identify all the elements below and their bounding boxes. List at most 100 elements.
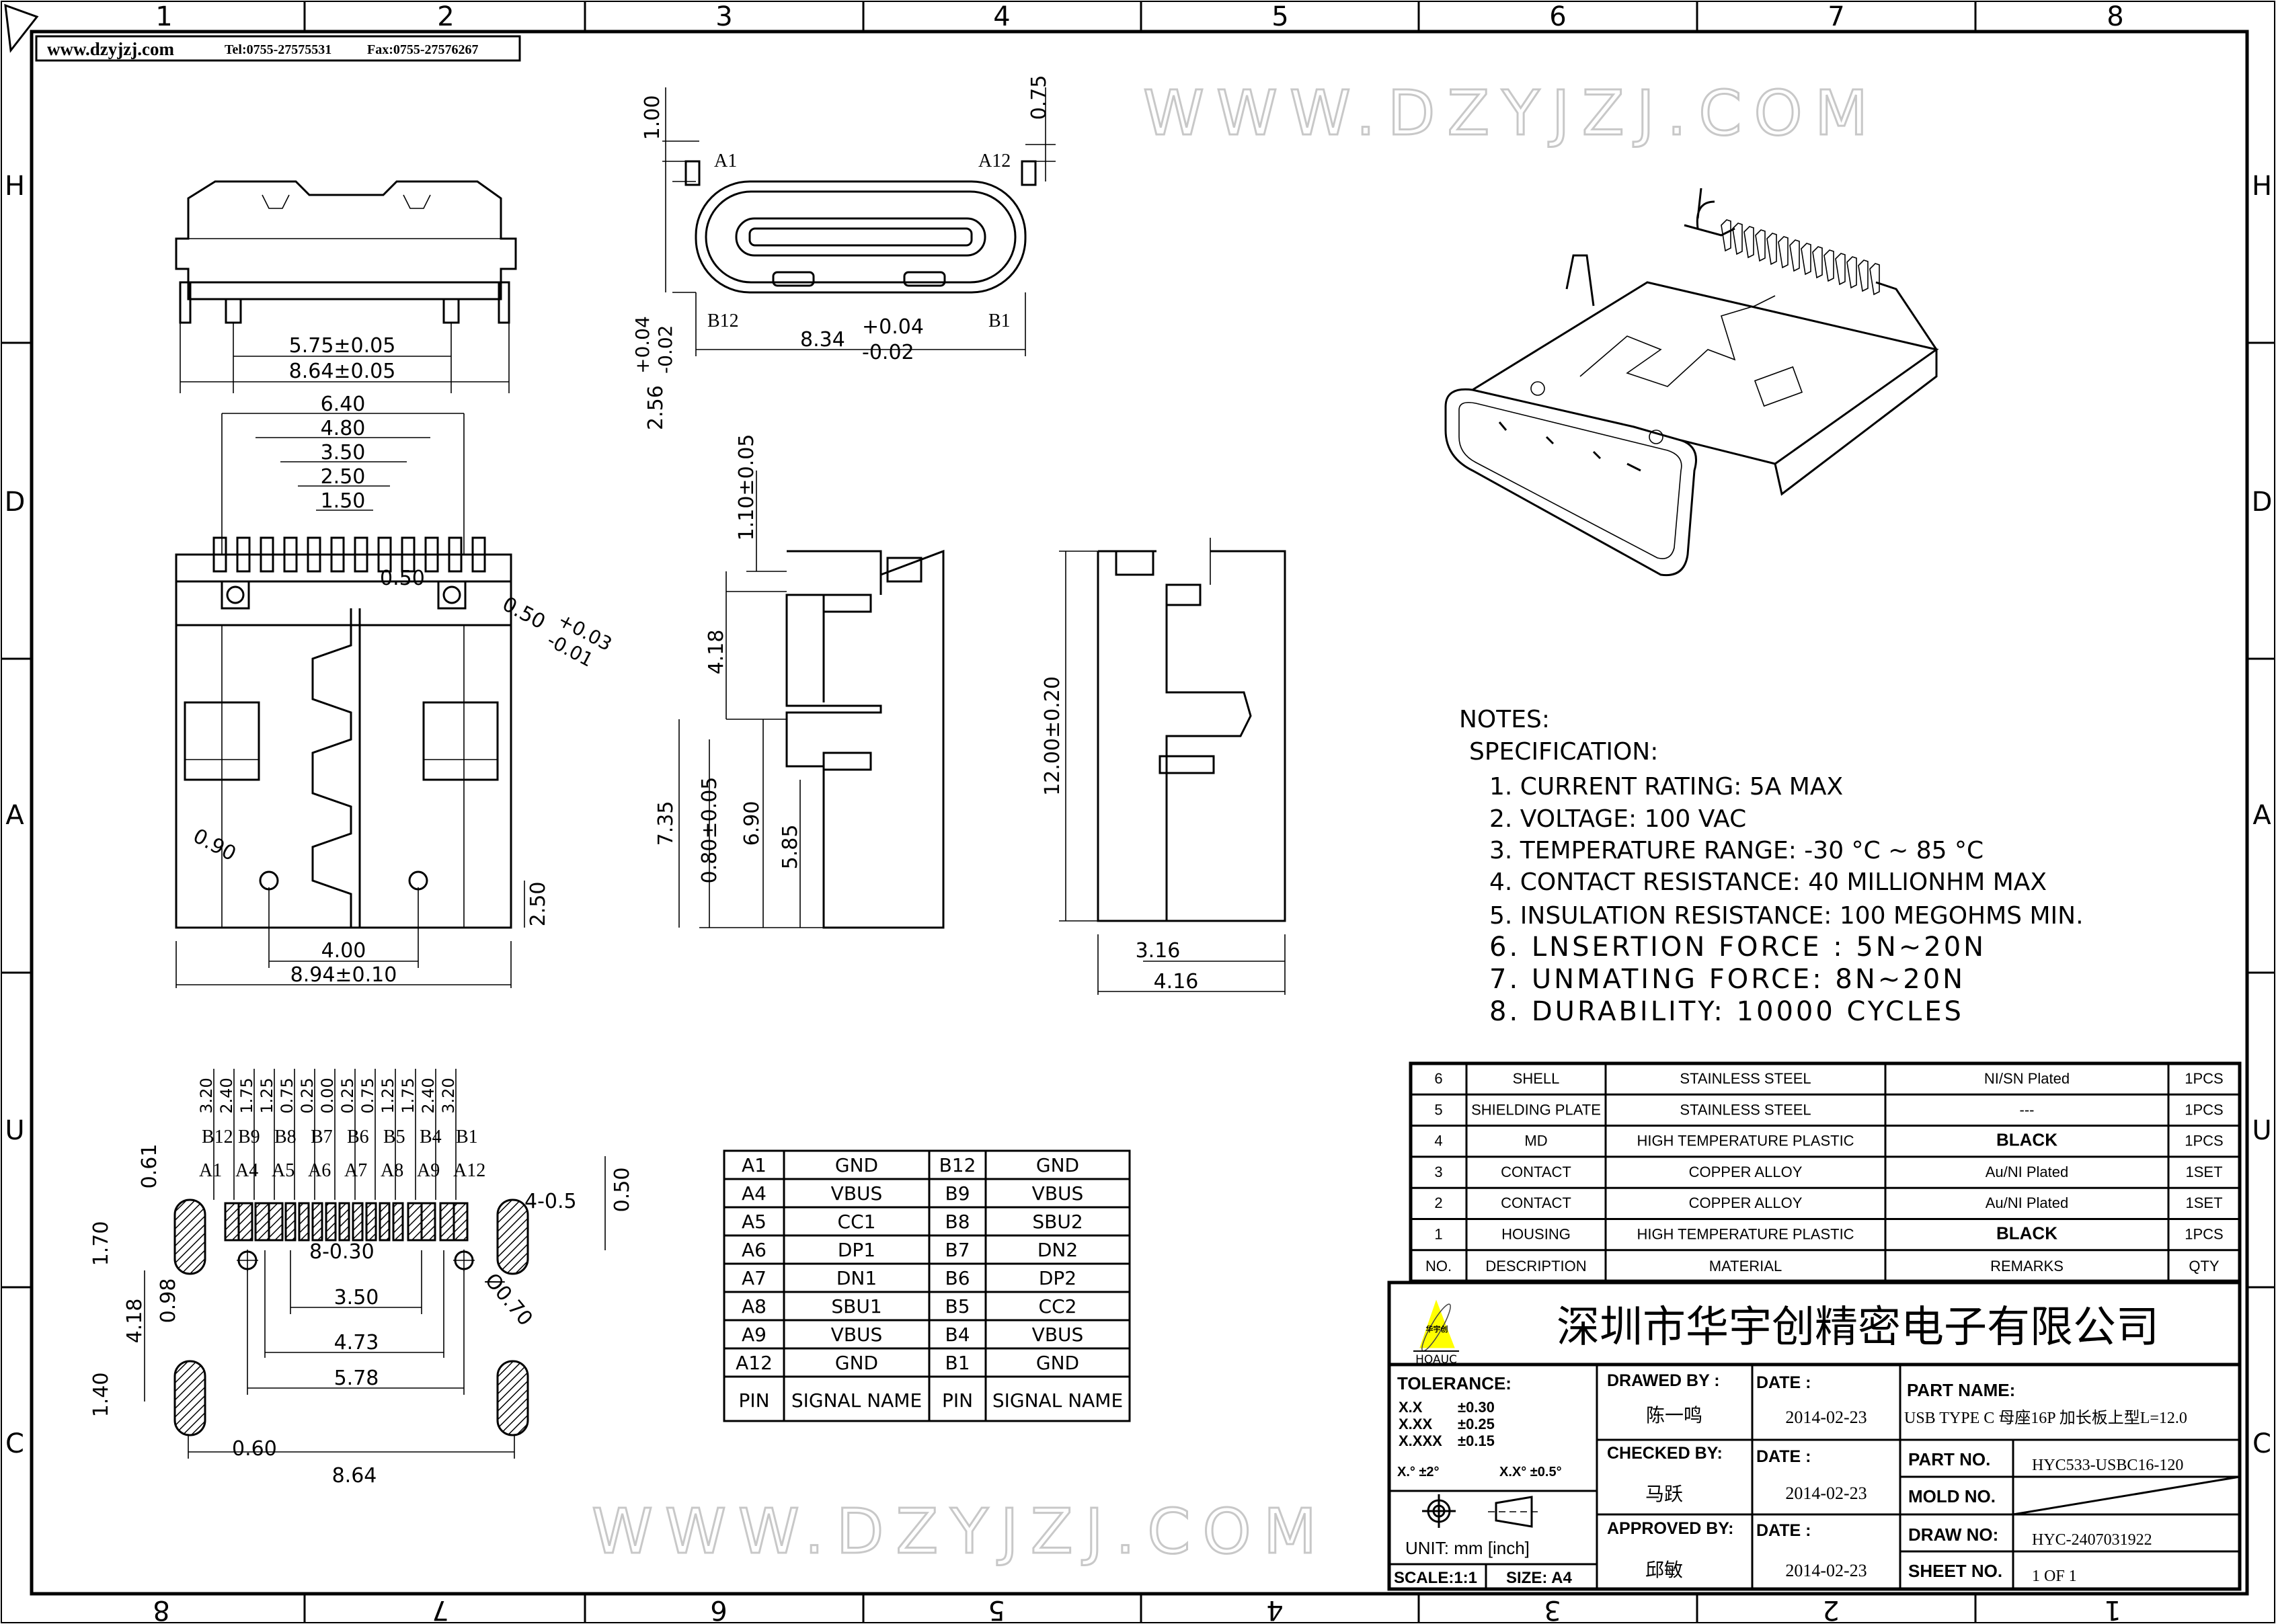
table-cell: A5: [742, 1211, 767, 1233]
row-label: C: [2252, 1428, 2271, 1459]
pin-label: B4: [420, 1127, 442, 1147]
table-header: PIN: [738, 1389, 769, 1412]
contact-pin: [260, 536, 274, 573]
pin-label: B1: [456, 1127, 478, 1147]
contact-pin: [401, 536, 416, 573]
pin-label: A7: [344, 1160, 367, 1181]
smt-pad: [237, 1202, 253, 1242]
row-label: U: [2252, 1115, 2271, 1146]
contact-pin: [307, 536, 321, 573]
contact-pin: [1766, 233, 1777, 266]
smt-pad: [268, 1202, 284, 1242]
smt-pad: [439, 1202, 455, 1242]
table-cell: STAINLESS STEEL: [1680, 1070, 1811, 1087]
pin-label: A5: [272, 1160, 295, 1181]
tol-xxx: X.XXX: [1399, 1432, 1442, 1449]
pin-label: A1: [714, 151, 737, 171]
draw-no: HYC-2407031922: [2032, 1531, 2152, 1549]
table-header: QTY: [2189, 1258, 2220, 1274]
table-cell: SHELL: [1513, 1070, 1560, 1087]
table-cell: MD: [1524, 1133, 1547, 1149]
approved-by-label: APPROVED BY:: [1607, 1519, 1733, 1538]
note-item: 3. TEMPERATURE RANGE: -30 °C ~ 85 °C: [1489, 837, 1984, 864]
table-cell: Au/NI Plated: [1986, 1164, 2069, 1180]
table-cell: HIGH TEMPERATURE PLASTIC: [1637, 1133, 1854, 1149]
table-cell: DP2: [1039, 1267, 1076, 1289]
smt-pad: [392, 1202, 404, 1242]
table-cell: BLACK: [1996, 1130, 2057, 1150]
table-cell: 2: [1434, 1194, 1442, 1211]
pin-label: B6: [347, 1127, 369, 1147]
table-cell: 5: [1434, 1101, 1442, 1118]
notes-subtitle: SPECIFICATION:: [1469, 738, 1658, 766]
website-link[interactable]: www.dzyjzj.com: [47, 39, 174, 59]
note-item: 5. INSULATION RESISTANCE: 100 MEGOHMS MI…: [1489, 902, 2084, 930]
dimension-label: 5.75±0.05: [289, 334, 396, 358]
col-label: 7: [1828, 1, 1844, 32]
pin-offset-label: 1.25: [379, 1078, 397, 1113]
table-cell: DN1: [836, 1267, 877, 1289]
contact-pin: [1778, 236, 1789, 269]
dimension-label: 4.00: [321, 939, 366, 963]
contact-pin: [377, 536, 392, 573]
watermark: WWW.DZYJZJ.COM: [592, 1496, 1329, 1568]
smt-pad: [311, 1202, 323, 1242]
dimension-label: 3.50: [334, 1286, 379, 1309]
table-header: MATERIAL: [1709, 1258, 1782, 1274]
table-cell: A12: [736, 1352, 773, 1374]
projection-symbol-icon: [1422, 1494, 1540, 1528]
tol-xx: X.XX: [1399, 1416, 1432, 1432]
contact-pin: [471, 536, 486, 573]
dimension-label: 4.18: [123, 1299, 147, 1344]
col-label: 5: [988, 1594, 1005, 1624]
table-cell: SBU2: [1032, 1211, 1083, 1233]
table-cell: GND: [835, 1154, 878, 1176]
table-cell: A8: [742, 1295, 767, 1317]
smt-pad: [453, 1202, 469, 1242]
table-header: REMARKS: [1990, 1258, 2064, 1274]
col-label: 2: [437, 1, 454, 32]
contact-pin: [1721, 219, 1731, 252]
table-cell: B5: [945, 1295, 970, 1317]
dimension-label: 0.75: [1027, 75, 1051, 120]
unit-label: UNIT: mm [inch]: [1405, 1538, 1530, 1558]
dimension-label: 1.50: [321, 489, 366, 513]
pin-offset-label: 0.75: [358, 1078, 377, 1113]
smt-pad: [407, 1202, 423, 1242]
sheet-no: 1 OF 1: [2032, 1568, 2077, 1585]
table-cell: GND: [1036, 1352, 1079, 1374]
col-label: 7: [432, 1594, 448, 1624]
table-cell: 1PCS: [2185, 1226, 2223, 1243]
dimension-label: 1.10±0.05: [735, 434, 758, 541]
draw-no-label: DRAW NO:: [1908, 1525, 1998, 1545]
dimension-label: 0.50: [611, 1168, 634, 1213]
part-no: HYC533-USBC16-120: [2032, 1457, 2183, 1474]
smt-pad: [254, 1202, 270, 1242]
drawed-by-label: DRAWED BY :: [1607, 1371, 1720, 1390]
dimension-label: 1.00: [641, 95, 664, 140]
dimension-label: 8-0.30: [309, 1240, 375, 1264]
company-name: 深圳市华宇创精密电子有限公司: [1557, 1303, 2159, 1351]
table-cell: CC1: [838, 1211, 876, 1233]
contact-pin: [1732, 222, 1743, 255]
col-label: 2: [1822, 1594, 1839, 1624]
contact-pin: [1869, 263, 1880, 296]
notes-title: NOTES:: [1459, 706, 1550, 733]
dimension-label: 8.34: [800, 328, 845, 352]
table-cell: VBUS: [831, 1324, 883, 1346]
note-item: 4. CONTACT RESISTANCE: 40 MILLIONHM MAX: [1489, 868, 2047, 896]
table-cell: HOUSING: [1501, 1226, 1571, 1243]
table-header: DESCRIPTION: [1485, 1258, 1586, 1274]
contact-pin: [212, 536, 227, 573]
dimension-label: 6.90: [740, 801, 764, 846]
pin-label: A9: [417, 1160, 440, 1181]
table-header: NO.: [1425, 1258, 1452, 1274]
table-cell: 1: [1434, 1226, 1442, 1243]
contact-pin: [354, 536, 368, 573]
